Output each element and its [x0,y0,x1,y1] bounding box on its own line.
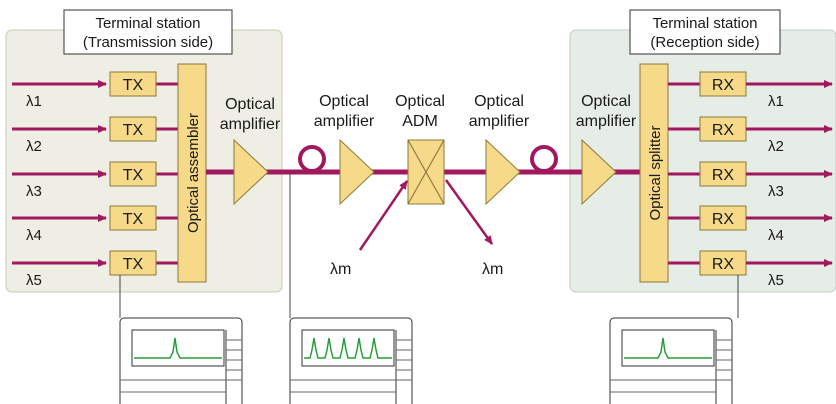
rx-wavelength-5: λ5 [768,272,784,289]
tx-to-assembler-lines [156,82,178,265]
reception-station-title: Terminal station (Reception side) [629,9,781,55]
fiber-coil-1 [298,145,326,173]
tx-label-2: TX [123,122,144,139]
splitter-to-rx-lines [668,82,700,265]
optical-amplifier-1 [233,138,269,206]
rx-label-4: RX [712,211,735,228]
reception-title-line1: Terminal station [652,15,757,32]
add-arrow [358,180,409,251]
transmission-title-line1: Terminal station [95,15,200,32]
spectrum-monitor-tx [119,317,243,404]
rx-wavelength-1: λ1 [768,93,784,110]
amplifier1-label-line2: amplifier [220,116,281,133]
tx-wavelength-labels: λ1 λ2 λ3 λ4 λ5 [26,93,42,289]
spectrum-trace-single-tx [134,337,222,359]
reception-title-line2: (Reception side) [650,34,759,51]
amplifier2-label-line2: amplifier [314,113,375,130]
tx-label-5: TX [123,256,144,273]
transmission-title-line2: (Transmission side) [83,34,213,51]
optical-amplifier-4 [581,138,617,206]
transmission-station-title: Terminal station (Transmission side) [63,9,233,55]
fiber-coil-2 [530,145,558,173]
amplifier4-label-line1: Optical [581,93,631,110]
monitor-probe-lines [119,174,739,318]
tx-label-1: TX [123,77,144,94]
amplifier4-label-line2: amplifier [576,113,637,130]
tx-label-4: TX [123,211,144,228]
tx-wavelength-3: λ3 [26,183,42,200]
rx-wavelength-2: λ2 [768,138,784,155]
optical-splitter-label: Optical splitter [647,125,664,220]
fiber-trunk [206,145,640,175]
optical-assembler-label: Optical assembler [185,113,202,233]
rx-wavelength-3: λ3 [768,183,784,200]
tx-input-lines [12,80,107,267]
optical-splitter [639,63,669,283]
rx-label-1: RX [712,77,735,94]
spectrum-monitor-rx [609,317,733,404]
amplifier3-label-line2: amplifier [469,113,530,130]
tx-boxes: TX TX TX TX TX [109,71,157,276]
spectrum-trace-single-rx [624,337,712,359]
rx-output-lines [746,80,833,267]
rx-boxes: RX RX RX RX RX [699,71,747,276]
drop-wavelength-label: λm [482,261,503,278]
tx-wavelength-2: λ2 [26,138,42,155]
spectrum-monitor-line [289,317,413,404]
tx-wavelength-5: λ5 [26,272,42,289]
optical-amplifier-2 [339,138,375,206]
spectrum-trace-multi [304,337,392,359]
rx-label-3: RX [712,167,735,184]
adm-label-line1: Optical [395,93,445,110]
amplifier1-label-line1: Optical [225,96,275,113]
rx-wavelength-4: λ4 [768,227,784,244]
rx-label-5: RX [712,256,735,273]
optical-amplifier-3 [485,138,521,206]
amplifier2-label-line1: Optical [319,93,369,110]
add-wavelength-label: λm [330,261,351,278]
tx-label-3: TX [123,167,144,184]
amplifier3-label-line1: Optical [474,93,524,110]
optical-adm [407,139,445,205]
optical-assembler [177,63,207,283]
rx-label-2: RX [712,122,735,139]
adm-label-line2: ADM [402,113,438,130]
component-labels: Optical amplifier Optical amplifier Opti… [220,93,637,133]
drop-arrow [444,179,494,245]
tx-wavelength-4: λ4 [26,227,42,244]
tx-wavelength-1: λ1 [26,93,42,110]
rx-wavelength-labels: λ1 λ2 λ3 λ4 λ5 [768,93,784,289]
